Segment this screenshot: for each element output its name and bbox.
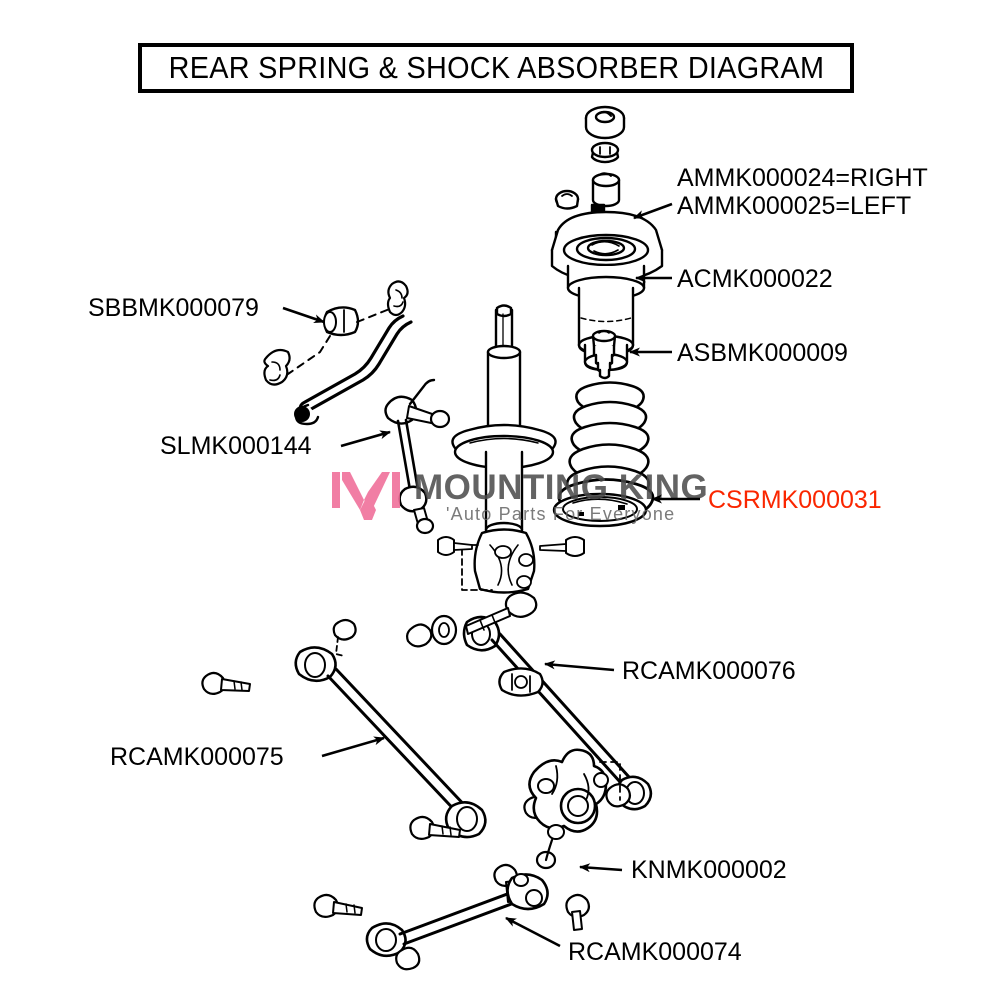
leader-ammk (633, 202, 673, 220)
bolt-left-upper (201, 671, 251, 696)
shock-absorber-strut (437, 304, 585, 594)
bolt-lower-mid (409, 815, 461, 841)
bump-stop-cone (591, 329, 617, 380)
callout-label-rcamk74: RCAMK000074 (568, 938, 742, 966)
stabilizer-bar-bushing (323, 306, 360, 337)
bolt-right-lower (565, 893, 591, 931)
leader-rcamk75 (321, 736, 385, 758)
callout-label-acmk: ACMK000022 (677, 265, 833, 293)
stabilizer-link (384, 378, 451, 535)
strut-dust-cap (590, 141, 620, 164)
callout-label-sbbmk: SBBMK000079 (88, 294, 259, 322)
strut-small-washer-nut (554, 189, 580, 210)
callout-label-ammk-left: AMMK000025=LEFT (677, 192, 912, 220)
callout-label-asbmk: ASBMK000009 (677, 339, 848, 367)
callout-label-slmk: SLMK000144 (160, 432, 312, 460)
coil-spring-seat-rubber (552, 478, 655, 528)
stabilizer-bracket-left (263, 348, 291, 386)
stabilizer-bracket-right (386, 280, 409, 317)
leader-slmk (340, 430, 391, 448)
strut-top-nut (584, 105, 626, 140)
leader-knmk (579, 863, 623, 873)
rear-knuckle (528, 748, 621, 870)
leader-sbbmk (282, 306, 325, 324)
leader-rcamk74 (505, 916, 561, 948)
nut-knuckle-side (605, 783, 632, 808)
upper-arm-washer-large (430, 614, 458, 646)
upper-arm-bolt-assembly (465, 591, 538, 635)
callout-label-csrmk: CSRMK000031 (708, 486, 882, 514)
strut-bolt-left (437, 536, 473, 556)
callout-label-rcamk75: RCAMK000075 (110, 743, 284, 771)
leader-rcamk76 (544, 660, 615, 672)
stabilizer-bar (294, 314, 413, 426)
rear-control-arm-lower (365, 873, 549, 971)
page-title: REAR SPRING & SHOCK ABSORBER DIAGRAM (168, 50, 824, 85)
bolt-lower-left (313, 893, 363, 919)
callout-label-ammk: AMMK000024=RIGHT AMMK000025=LEFT (677, 164, 928, 220)
callout-label-ammk-right: AMMK000024=RIGHT (677, 164, 928, 192)
upper-arm-washer-small (406, 623, 433, 648)
strut-bolt-right (539, 536, 585, 557)
callout-label-rcamk76: RCAMK000076 (622, 657, 796, 685)
lateral-arm-clip (332, 618, 357, 657)
callout-label-knmk: KNMK000002 (631, 856, 787, 884)
diagram-title-box: REAR SPRING & SHOCK ABSORBER DIAGRAM (138, 43, 854, 93)
strut-spacer-collar (591, 172, 621, 208)
